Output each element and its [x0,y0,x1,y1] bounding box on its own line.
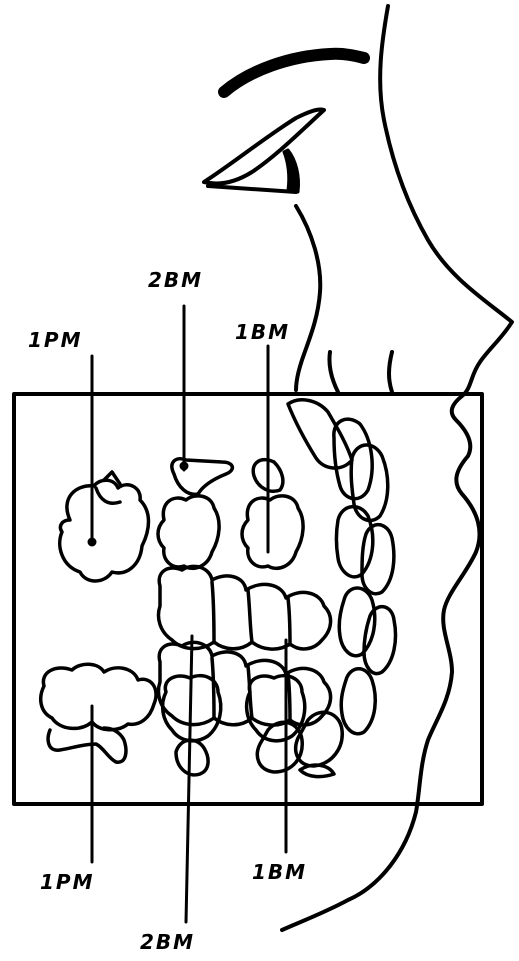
pointer-dot-upper-2bm [181,463,187,469]
cheek-crease-1 [329,352,338,392]
anterior-tooth-4 [362,525,394,594]
eyebrow [224,54,364,92]
upper-permanent-molar-crown [60,480,149,581]
upper-primary-molar-2 [158,496,219,568]
pupil [284,150,299,192]
upper-canine-bud [288,400,352,468]
label-lower-1bm: 1BM [252,862,307,882]
eye-upper-lid [204,109,324,183]
teeth-cluster [41,400,396,777]
label-lower-2bm: 2BM [140,932,195,952]
anterior-tooth-6 [364,607,396,674]
lower-permanent-molar-crown [41,664,156,730]
forehead-nose-lip-chin-outline [282,6,512,930]
middle-row-1 [159,566,331,649]
cheek-contour [296,206,320,390]
upper-primary-molar-1 [242,496,303,568]
lower-primary-molar-2-bud [176,740,208,775]
cheek-crease-2 [389,352,392,392]
eye-lower-lid [208,186,296,192]
lower-incisor-tip [300,765,334,777]
lower-primary-molar-1 [247,676,305,741]
face-profile [282,6,512,930]
eye-region [204,54,364,192]
label-upper-1bm: 1BM [235,322,290,342]
anterior-tooth-7 [341,669,375,734]
pointer-dot-upper-1pm [89,539,95,545]
anterior-tooth-3 [337,507,373,577]
label-upper-2bm: 2BM [148,270,203,290]
lower-permanent-molar-roots [48,728,126,762]
pointer-lines [89,306,286,922]
label-lower-1pm: 1PM [40,872,94,892]
label-upper-1pm: 1PM [28,330,82,350]
middle-row-1-divisions [212,582,290,644]
